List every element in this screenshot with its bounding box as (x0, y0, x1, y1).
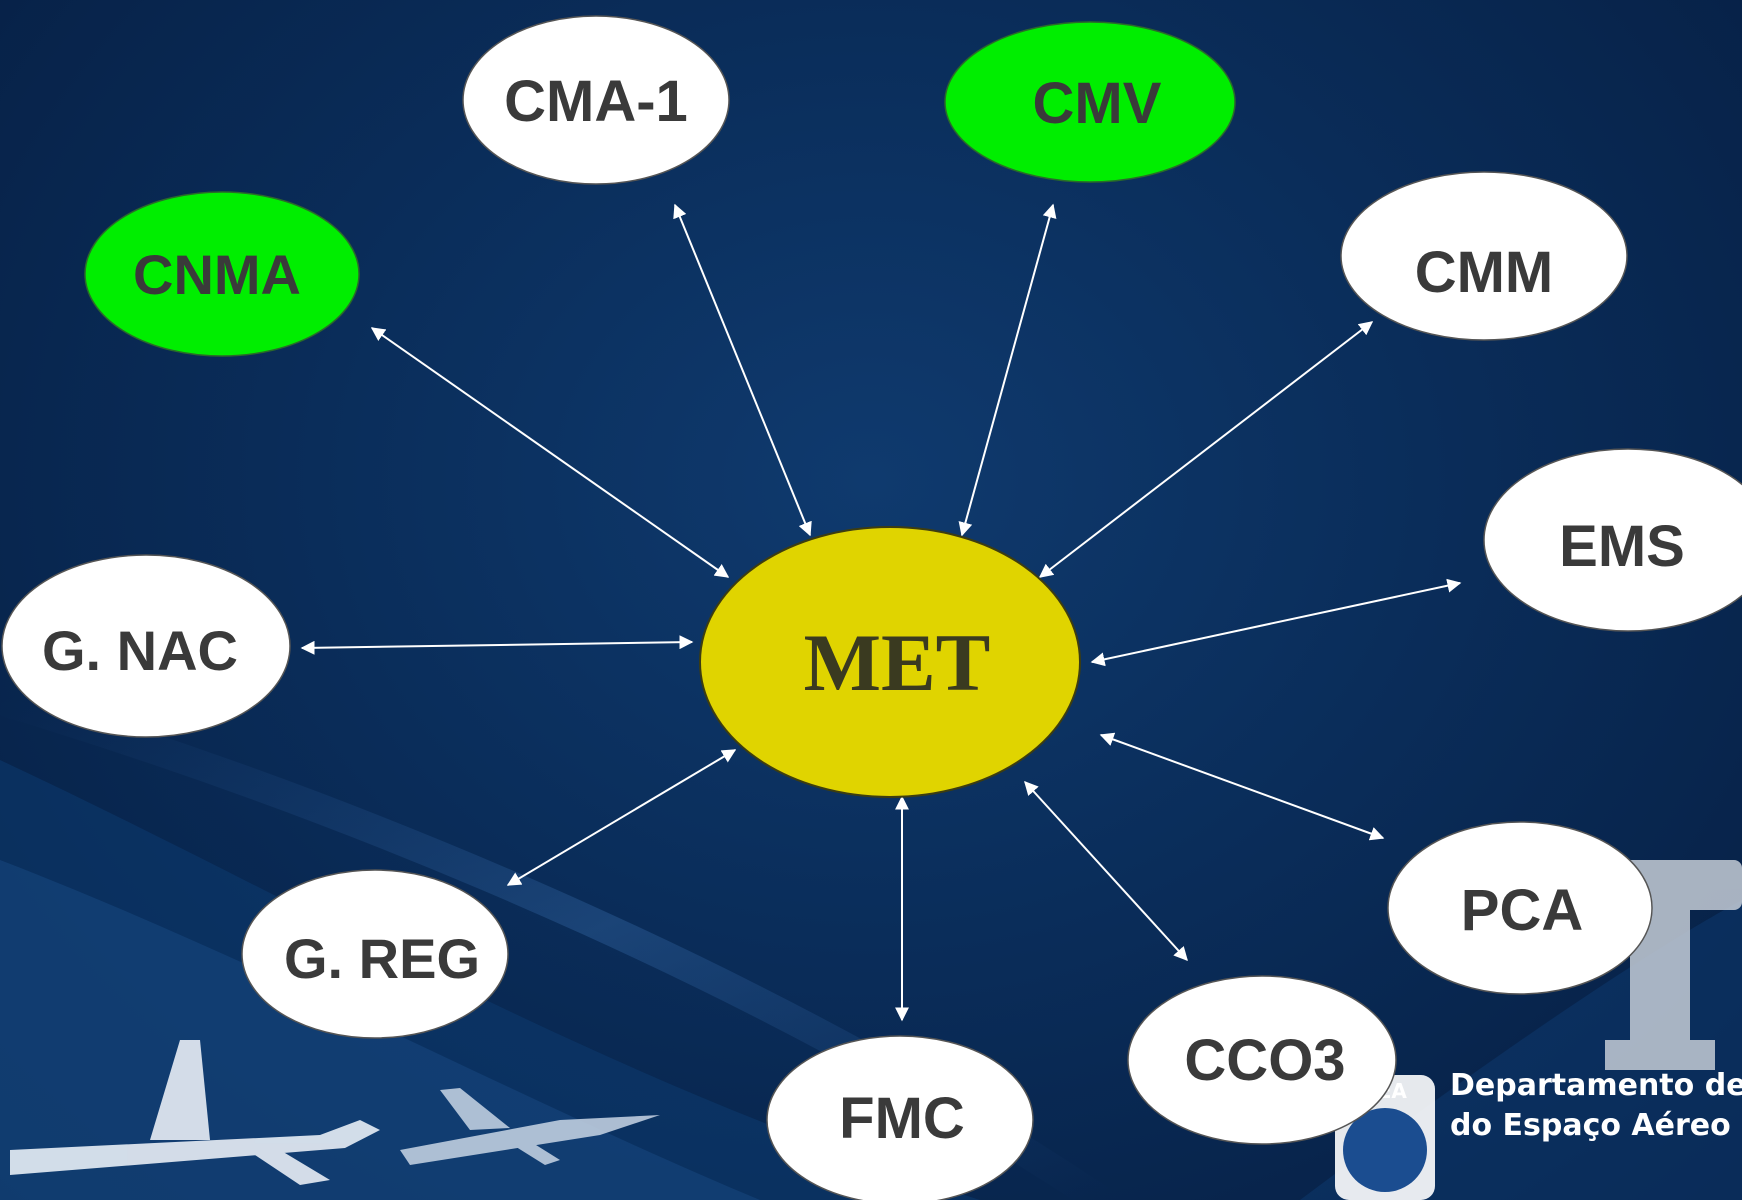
node-gnac: G. NAC (1, 554, 291, 738)
jet-icon (400, 1088, 660, 1165)
node-shape (1340, 171, 1628, 341)
connector-cmm (1038, 321, 1374, 578)
node-shape (1, 554, 291, 738)
center-label: MET (804, 617, 991, 708)
org-name-line2: do Espaço Aéreo (1450, 1108, 1731, 1143)
node-shape (699, 526, 1081, 798)
connector-gnac (300, 635, 694, 655)
node-label: FMC (839, 1086, 965, 1151)
node-label: CNMA (133, 243, 301, 306)
node-label: G. REG (284, 927, 480, 990)
node-cmm: CMM (1340, 171, 1628, 341)
connector-cma1 (673, 203, 812, 537)
node-shape (462, 15, 730, 185)
node-label: CMA-1 (504, 69, 688, 134)
node-fmc: FMC (766, 1035, 1034, 1200)
node-label: CMM (1415, 240, 1554, 305)
node-greg: G. REG (241, 869, 509, 1039)
node-shape (766, 1035, 1034, 1200)
node-cnma: CNMA (84, 191, 360, 357)
node-ems: EMS (1483, 448, 1742, 632)
node-shape (1387, 821, 1653, 995)
node-label: CCO3 (1184, 1028, 1345, 1093)
node-shape (1483, 448, 1742, 632)
node-shape (84, 191, 360, 357)
connector-ems (1090, 578, 1462, 667)
node-cmv: CMV (944, 21, 1236, 183)
airplane-icon (10, 1040, 380, 1185)
node-label: PCA (1461, 878, 1583, 943)
node-shape (944, 21, 1236, 183)
connector-greg (506, 749, 737, 886)
node-cma1: CMA-1 (462, 15, 730, 185)
connector-cnma (370, 327, 730, 578)
node-shape (1127, 975, 1397, 1145)
node-pca: PCA (1387, 821, 1653, 995)
connector-cco3 (1024, 780, 1188, 962)
org-name-line1: Departamento de Co (1450, 1068, 1742, 1103)
connectors (300, 203, 1462, 1022)
node-label: CMV (1033, 71, 1162, 136)
connector-pca (1099, 732, 1385, 841)
node-cco3: CCO3 (1127, 975, 1397, 1145)
node-label: EMS (1559, 514, 1685, 579)
connector-cmv (958, 203, 1057, 537)
node-shape (241, 869, 509, 1039)
node-met: MET (699, 526, 1081, 798)
node-label: G. NAC (42, 619, 238, 682)
